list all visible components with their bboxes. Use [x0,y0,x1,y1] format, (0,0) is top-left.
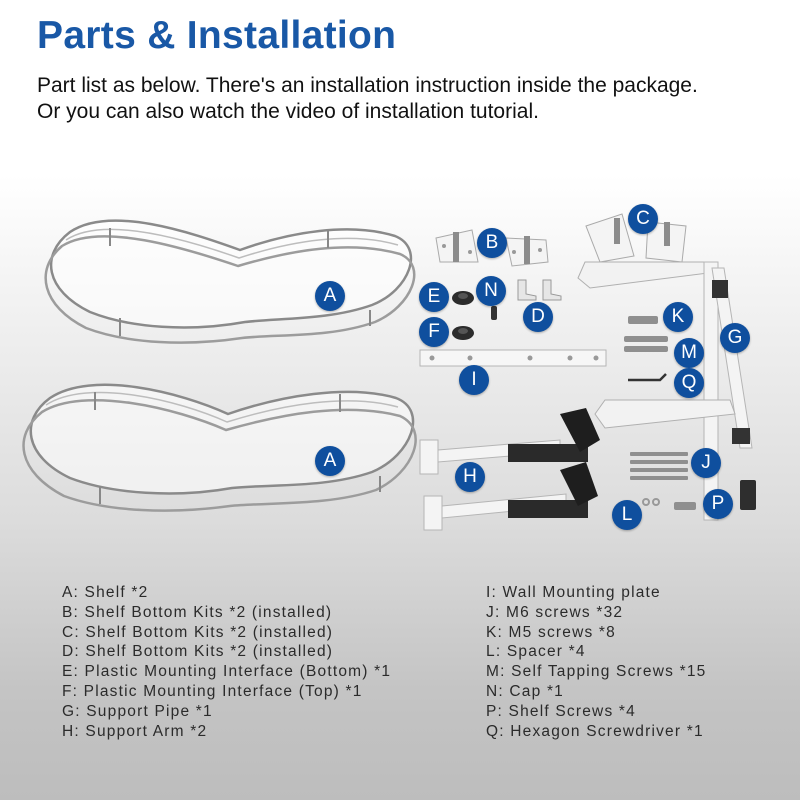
badge-d: D [523,302,553,332]
list-item: J: M6 screws *32 [486,603,624,621]
intro-line-1: Part list as below. There's an installat… [37,74,698,97]
shelf-a-bottom [22,383,417,512]
support-pipe-g [577,261,756,521]
shelf-bottom-kit-b [435,229,549,267]
badge-g: G [720,323,750,353]
badge-a-bottom: A [315,446,345,476]
badge-l: L [612,500,642,530]
page-title: Parts & Installation [37,14,397,57]
list-item: A: Shelf *2 [62,584,149,601]
badge-n: N [476,276,506,306]
intro-text: Part list as below. There's an installat… [37,73,698,125]
intro-line-2: Or you can also watch the video of insta… [37,100,539,123]
list-item: N: Cap *1 [486,682,564,700]
list-item: F: Plastic Mounting Interface (Top) *1 [62,682,363,700]
list-item: L: Spacer *4 [486,643,586,661]
list-item: K: M5 screws *8 [486,623,616,641]
mounting-interfaces [452,291,497,340]
shelf-bottom-kit-c [585,213,687,263]
badge-h: H [455,462,485,492]
list-item: P: Shelf Screws *4 [486,702,636,720]
list-item: G: Support Pipe *1 [62,702,213,720]
list-item: I: Wall Mounting plate [486,584,661,601]
badge-f: F [419,317,449,347]
shelf-a-top [44,219,416,344]
badge-e: E [419,282,449,312]
list-item: M: Self Tapping Screws *15 [486,663,707,681]
support-arm-h [419,408,600,531]
badge-q: Q [674,368,704,398]
list-item: H: Support Arm *2 [62,722,208,740]
bracket-d [517,279,562,301]
parts-list-right: I: Wall Mounting plate J: M6 screws *32 … [486,583,706,741]
list-item: E: Plastic Mounting Interface (Bottom) *… [62,663,392,681]
badge-p: P [703,489,733,519]
list-item: Q: Hexagon Screwdriver *1 [486,722,704,740]
badge-k: K [663,302,693,332]
badge-j: J [691,448,721,478]
badge-i: I [459,365,489,395]
parts-illustration [22,213,756,531]
list-item: B: Shelf Bottom Kits *2 (installed) [62,603,333,621]
screws [624,316,696,510]
badge-b: B [477,228,507,258]
badge-c: C [628,204,658,234]
list-item: C: Shelf Bottom Kits *2 (installed) [62,623,334,641]
badge-a-top: A [315,281,345,311]
parts-list-left: A: Shelf *2 B: Shelf Bottom Kits *2 (ins… [62,583,391,741]
list-item: D: Shelf Bottom Kits *2 (installed) [62,643,334,661]
badge-m: M [674,338,704,368]
wall-mounting-plate-i [419,349,607,367]
